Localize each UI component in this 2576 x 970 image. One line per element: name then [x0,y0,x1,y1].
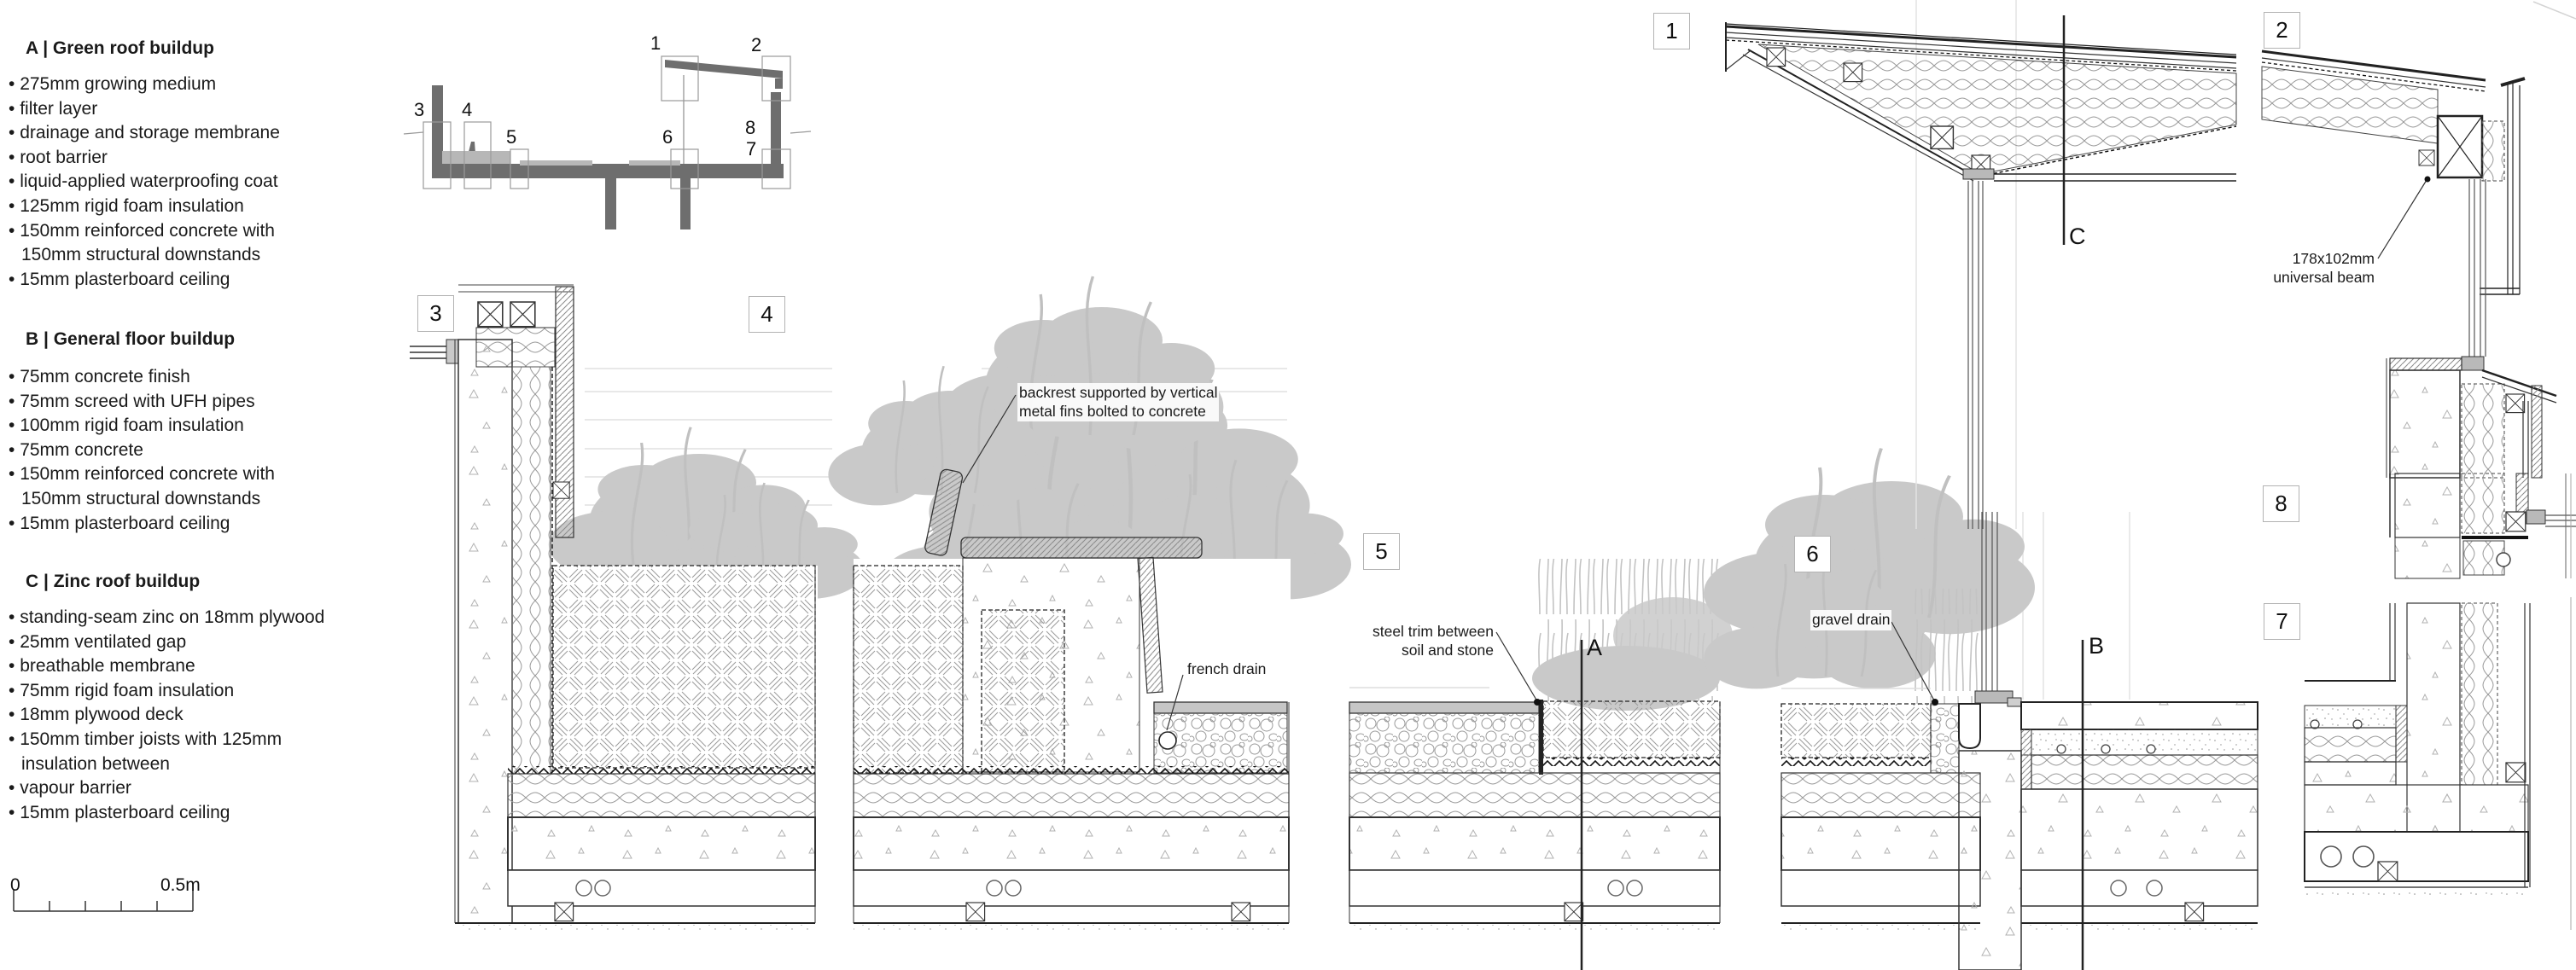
key-plan-callout-7: 7 [746,138,757,160]
legend-item: 150mm reinforced concrete with 150mm str… [9,219,358,268]
legend-item: vapour barrier [9,776,358,801]
detail-label-7: 7 [2264,603,2300,640]
legend-item: standing-seam zinc on 18mm plywood [9,606,358,630]
detail-1-drawing [1725,0,2237,529]
legend-item: 15mm plasterboard ceiling [9,268,358,293]
legend-item: 18mm plywood deck [9,703,358,728]
key-plan-callout-6: 6 [662,126,673,148]
legend-item: drainage and storage membrane [9,121,358,146]
legend-item: 75mm rigid foam insulation [9,679,358,704]
legend-item: 100mm rigid foam insulation [9,414,358,439]
legend-item: 25mm ventilated gap [9,630,358,655]
legend-item: 150mm reinforced concrete with 150mm str… [9,462,358,511]
legend-item: 15mm plasterboard ceiling [9,512,358,537]
detail-4-drawing [827,275,1353,932]
legend-heading-a: A | Green roof buildup [26,38,214,58]
legend-item: filter layer [9,97,358,122]
legend-item: 75mm screed with UFH pipes [9,390,358,415]
annotation-backrest: backrest supported by vertical metal fin… [1017,383,1220,422]
annotation-universal-beam: 178x102mm universal beam [2253,249,2376,288]
detail-label-5: 5 [1363,533,1400,570]
legend-heading-c: C | Zinc roof buildup [26,572,201,591]
key-plan-callout-8: 8 [745,117,756,138]
annotation-french-drain: french drain [1186,659,1268,680]
key-plan-callout-2: 2 [751,34,762,55]
scale-label-zero: 0 [10,875,20,895]
section-marker-b: B [2089,633,2105,659]
detail-5-drawing [1349,559,1733,970]
detail-8-drawing [2389,473,2576,579]
section-marker-c: C [2069,224,2086,249]
legend-list-b: 75mm concrete finish 75mm screed with UF… [9,365,358,536]
legend-item: 75mm concrete [9,439,358,463]
key-plan-callout-3: 3 [414,99,425,120]
key-plan-callout-1: 1 [650,32,661,54]
scale-label-max: 0.5m [160,875,201,895]
legend-item: liquid-applied waterproofing coat [9,170,358,195]
key-plan-callout-4: 4 [462,99,473,120]
legend-item: 125mm rigid foam insulation [9,195,358,219]
detail-label-6: 6 [1794,536,1831,572]
annotation-steel-trim: steel trim between soil and stone [1340,622,1495,661]
legend-item: 275mm growing medium [9,73,358,97]
detail-3-drawing [410,284,865,932]
legend-item: breathable membrane [9,654,358,679]
detail-2-drawing [2261,1,2576,479]
detail-label-3: 3 [417,295,454,332]
legend-item: 150mm timber joists with 125mm insulatio… [9,728,358,776]
key-plan-callout-5: 5 [506,126,517,148]
legend-heading-b: B | General floor buildup [26,329,236,349]
legend-list-c: standing-seam zinc on 18mm plywood 25mm … [9,606,358,825]
annotation-gravel-drain: gravel drain [1810,610,1892,630]
detail-label-2: 2 [2264,12,2300,49]
legend-item: 75mm concrete finish [9,365,358,390]
legend-item: root barrier [9,146,358,171]
detail-label-4: 4 [749,296,785,333]
section-marker-a: A [1587,635,1603,660]
detail-label-8: 8 [2263,485,2299,522]
key-plan-drawing [403,55,812,229]
scale-bar-drawing [13,890,194,912]
legend-list-a: 275mm growing medium filter layer draina… [9,73,358,292]
detail-6-drawing [1702,446,2258,970]
detail-7-drawing [2304,597,2572,930]
legend-item: 15mm plasterboard ceiling [9,801,358,826]
detail-label-1: 1 [1653,13,1690,49]
